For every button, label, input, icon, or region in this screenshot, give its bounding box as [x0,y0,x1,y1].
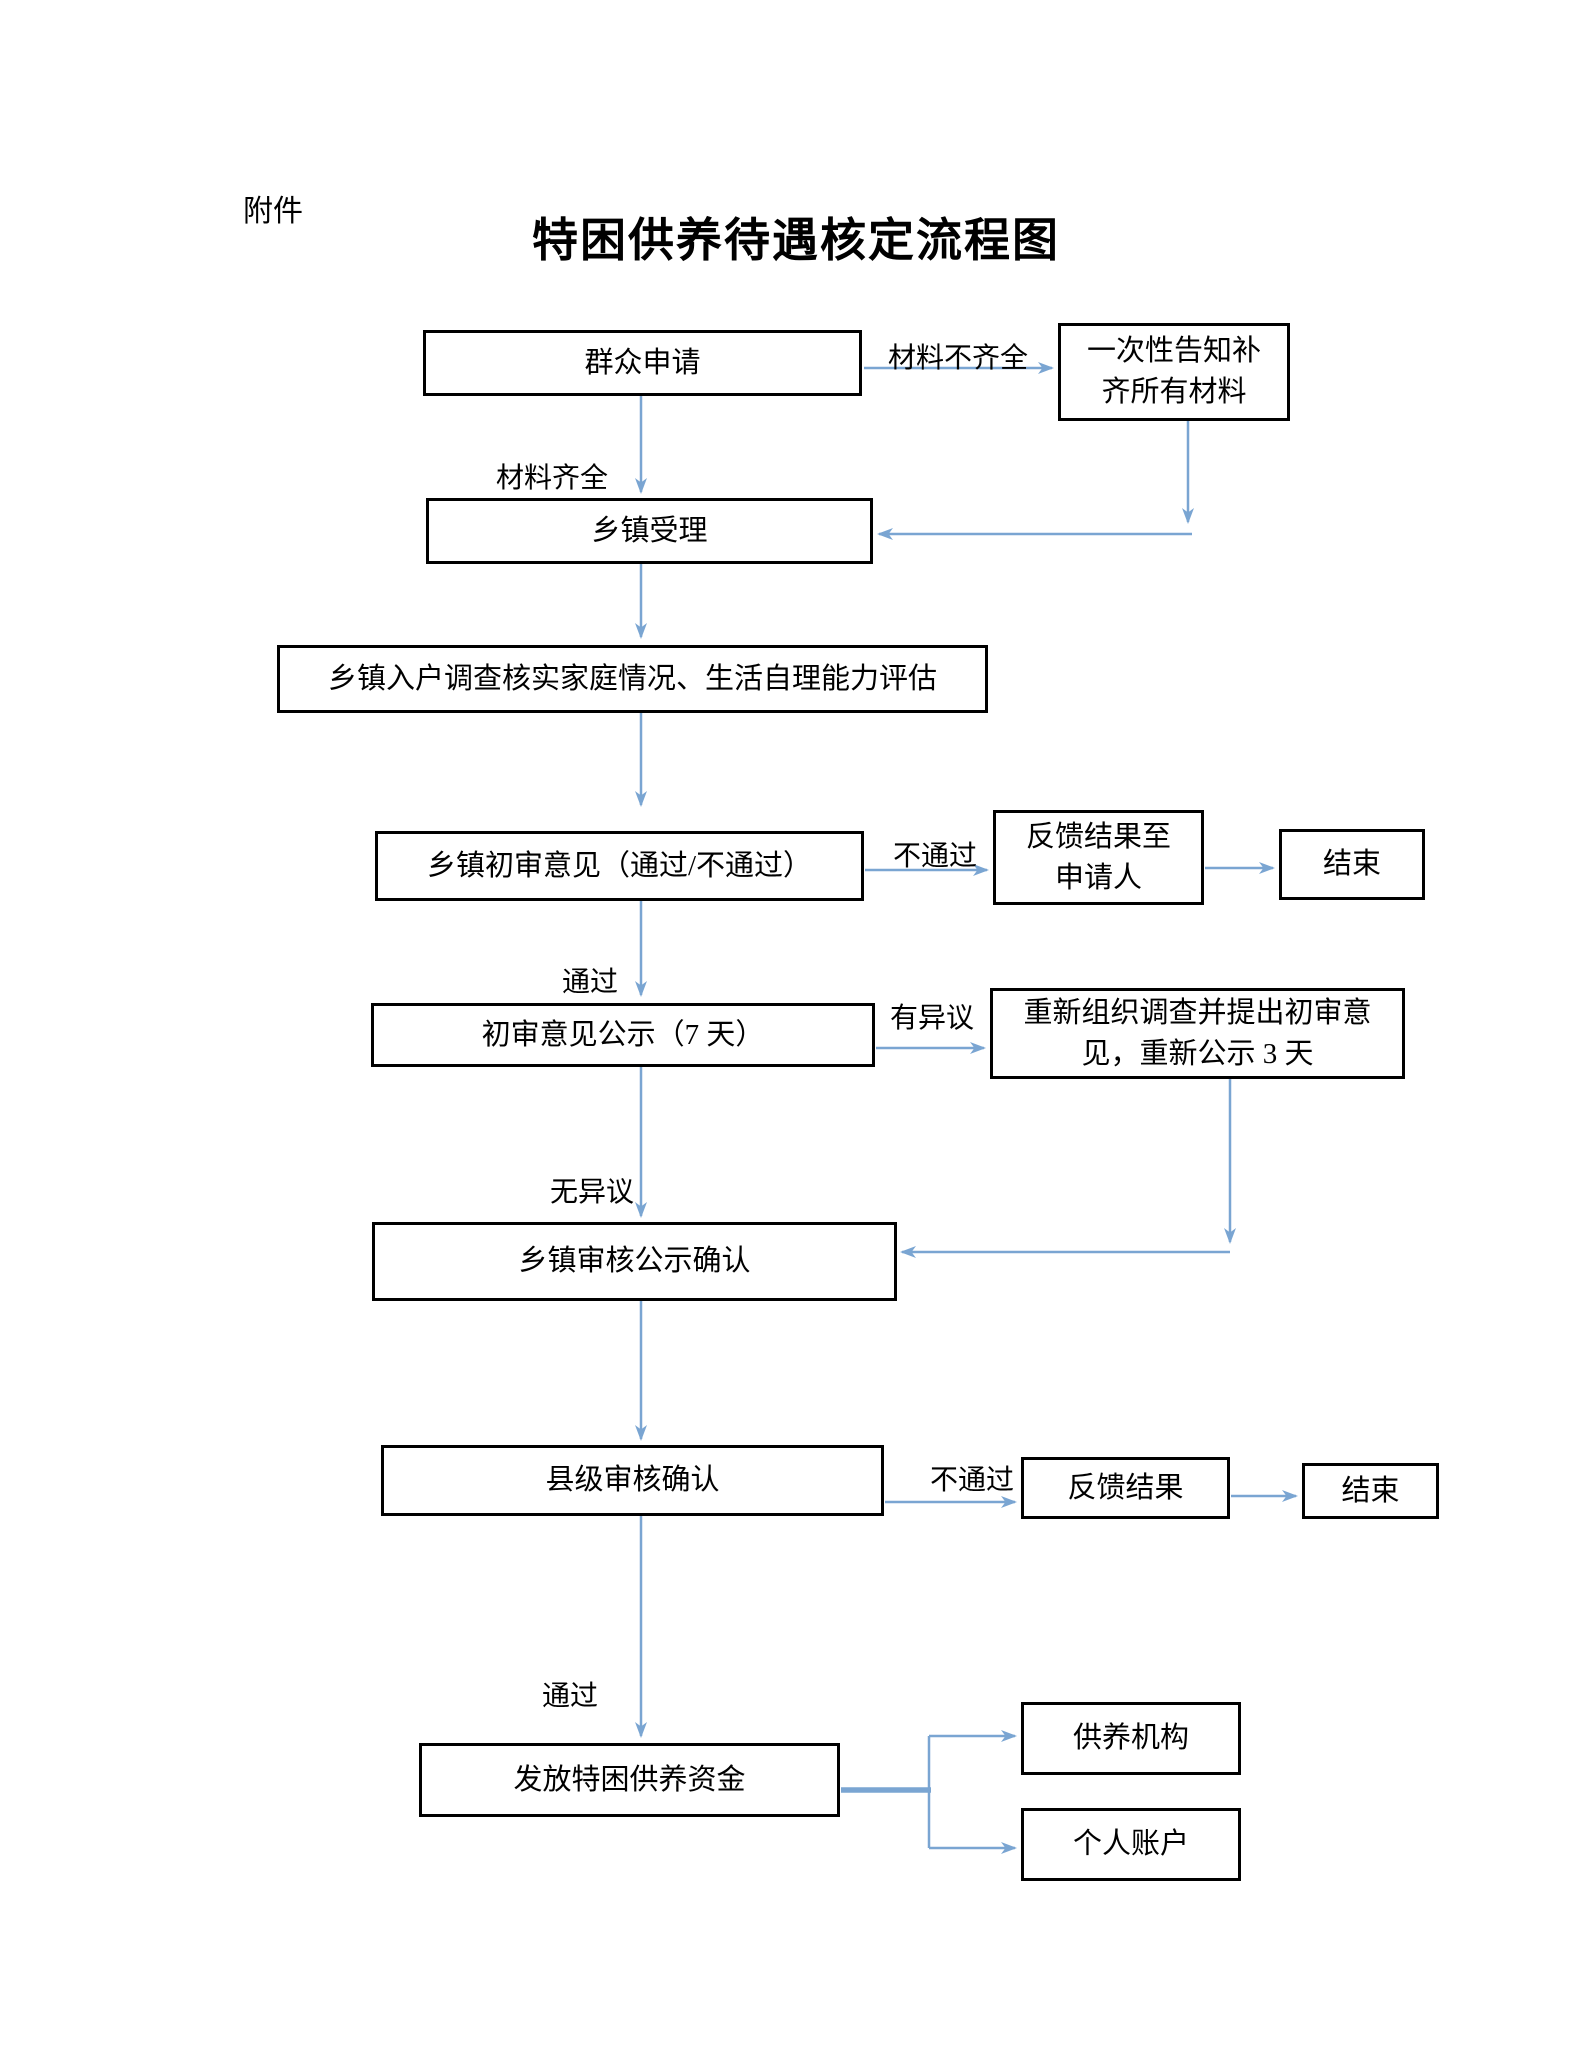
flow-node-personal-account-label: 个人账户 [1072,1828,1189,1860]
flow-node-feedback-applicant-line1: 反馈结果至 [1025,820,1171,853]
flow-node-survey: 乡镇入户调查核实家庭情况、生活自理能力评估 [277,645,988,713]
flow-node-township-confirm: 乡镇审核公示确认 [372,1222,897,1301]
attachment-label: 附件 [243,195,303,228]
flow-node-apply: 群众申请 [423,330,862,396]
flow-node-reinvestigate: 重新组织调查并提出初审意 见，重新公示 3 天 [990,988,1405,1079]
edge-label-fail-initial: 不通过 [893,841,978,872]
flow-node-end-1: 结束 [1279,829,1425,900]
edge-label-pass-initial: 通过 [562,967,619,998]
flow-node-feedback-result: 反馈结果 [1021,1457,1230,1519]
flow-node-accept-label: 乡镇受理 [591,514,708,547]
flow-node-notify-line1: 一次性告知补 [1086,335,1261,367]
flow-node-survey-label: 乡镇入户调查核实家庭情况、生活自理能力评估 [327,662,937,695]
edge-label-pass-county: 通过 [542,1681,599,1712]
flow-node-end-2-label: 结束 [1341,1474,1400,1507]
edge-label-fail-county: 不通过 [930,1465,1015,1496]
flow-node-accept: 乡镇受理 [426,498,873,564]
edge-label-no-objection: 无异议 [550,1177,635,1208]
flow-node-reinvestigate-line2: 见，重新公示 3 天 [1081,1037,1314,1070]
flow-node-notify-line2: 齐所有材料 [1101,376,1247,408]
flow-node-end-1-label: 结束 [1322,848,1381,880]
flow-node-grant-funds: 发放特困供养资金 [419,1743,840,1817]
flow-node-personal-account: 个人账户 [1021,1808,1241,1881]
flow-node-county-confirm-label: 县级审核确认 [545,1464,720,1496]
edge-label-materials-incomplete: 材料不齐全 [888,343,1029,374]
flow-node-institution: 供养机构 [1021,1702,1241,1775]
flow-node-grant-funds-label: 发放特困供养资金 [513,1763,746,1796]
flow-node-publicity-label: 初审意见公示（7 天） [481,1018,765,1051]
flow-node-township-confirm-label: 乡镇审核公示确认 [518,1245,751,1277]
flow-node-apply-label: 群众申请 [584,346,701,379]
flow-node-feedback-applicant-line2: 申请人 [1054,861,1142,894]
flow-node-initial-review: 乡镇初审意见（通过/不通过） [375,831,864,901]
flow-node-reinvestigate-line1: 重新组织调查并提出初审意 [1023,996,1372,1029]
edge-label-materials-complete: 材料齐全 [496,463,609,494]
flow-node-institution-label: 供养机构 [1072,1722,1189,1754]
flow-node-notify: 一次性告知补 齐所有材料 [1058,323,1290,421]
flow-node-feedback-applicant: 反馈结果至 申请人 [993,810,1204,905]
flow-node-feedback-result-label: 反馈结果 [1067,1471,1184,1504]
page-title: 特困供养待遇核定流程图 [532,214,1060,266]
flow-node-end-2: 结束 [1302,1463,1439,1519]
flow-node-county-confirm: 县级审核确认 [381,1445,884,1516]
flow-node-publicity: 初审意见公示（7 天） [371,1003,875,1067]
flow-node-initial-review-label: 乡镇初审意见（通过/不通过） [426,849,813,882]
edge-label-objection: 有异议 [890,1003,975,1034]
